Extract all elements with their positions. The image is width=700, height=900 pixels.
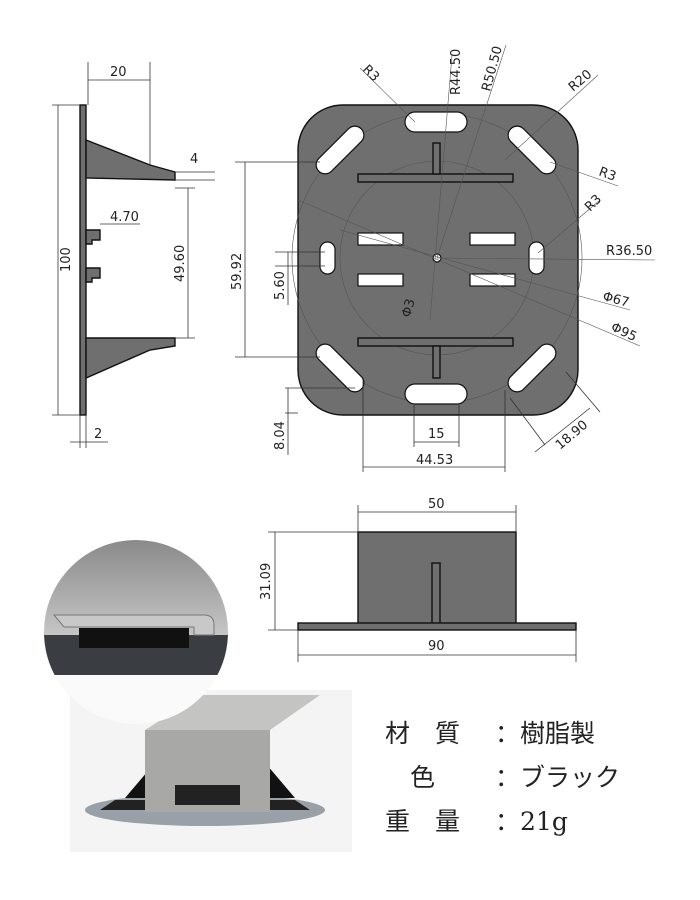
dim-5-60: 5.60 [273,271,288,300]
spec-material: 材 質：樹脂製 [385,719,596,748]
dim-90: 90 [428,639,445,654]
dim-r3-top: R3 [359,62,382,85]
dim-50: 50 [428,497,445,512]
dim-r3-side: R3 [582,192,605,215]
dim-r50-50: R50.50 [479,44,505,93]
dim-r36-50: R36.50 [606,244,652,259]
side-lower-rib [85,337,176,380]
side-view: 20 4 4.70 100 49.60 2 [52,62,215,448]
dim-r3-right: R3 [597,165,618,185]
dim-4-70: 4.70 [110,210,139,225]
dim-r44-50: R44.50 [449,49,464,95]
dim-59-92: 59.92 [230,253,245,290]
dim-15: 15 [428,427,445,442]
dim-2: 2 [94,427,102,442]
dim-100: 100 [59,247,74,272]
front-base [297,622,577,631]
product-photo [70,690,352,852]
dim-d67: Φ67 [601,289,631,310]
spec-weight: 重 量：21g [385,807,568,836]
top-view: R3 R44.50 R50.50 R20 R3 R3 R36.50 Φ67 Φ9… [230,44,656,472]
dim-18-90: 18.90 [553,418,591,453]
dim-20: 20 [110,65,127,80]
dim-4: 4 [190,152,198,167]
side-upper-rib [85,138,176,181]
closeup-inset-photo [44,540,228,724]
dim-d95: Φ95 [608,320,639,345]
spec-color: 色 ：ブラック [385,763,621,792]
spec-list: 材 質：樹脂製 色 ：ブラック 重 量：21g [385,712,620,844]
dim-r20: R20 [566,67,595,95]
side-clips [85,229,101,283]
front-view: 50 31.09 90 [259,497,577,662]
dim-49-60: 49.60 [173,245,188,282]
dim-31-09: 31.09 [259,563,274,600]
side-base-plate [79,104,87,416]
dim-44-53: 44.53 [416,453,453,468]
dim-d3: Φ3 [399,297,418,319]
dim-8-04: 8.04 [273,421,288,450]
